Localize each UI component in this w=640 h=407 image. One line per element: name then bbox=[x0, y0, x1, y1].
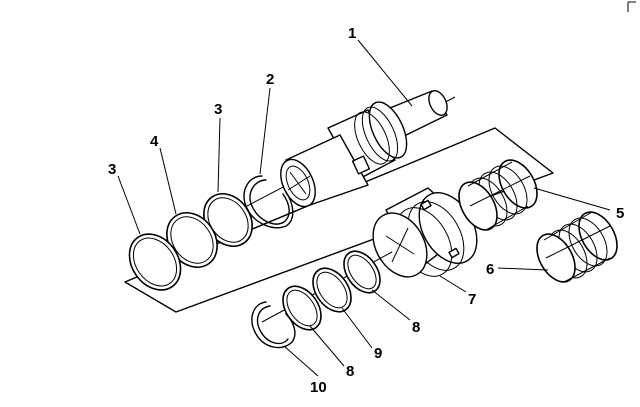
callout-8-upper: 8 bbox=[412, 319, 420, 336]
callout-5: 5 bbox=[616, 205, 624, 222]
callout-8-lower: 8 bbox=[346, 363, 354, 380]
callout-labels: 1 2 3 4 3 5 6 7 8 9 8 10 bbox=[108, 25, 624, 396]
callout-2: 2 bbox=[266, 71, 274, 88]
spring-cage-6 bbox=[536, 211, 618, 283]
callout-10: 10 bbox=[310, 379, 327, 396]
callout-3-lower: 3 bbox=[108, 161, 116, 178]
callout-6: 6 bbox=[486, 261, 494, 278]
callout-3-upper: 3 bbox=[214, 101, 222, 118]
ring-9 bbox=[312, 267, 352, 313]
assembly-outline bbox=[124, 127, 554, 313]
ring-3-lower bbox=[128, 233, 182, 291]
snap-ring-2 bbox=[243, 175, 294, 229]
ring-8-upper bbox=[343, 250, 381, 294]
leader-lines bbox=[117, 39, 611, 377]
snap-ring-10 bbox=[251, 301, 296, 349]
tool-holder-part bbox=[280, 90, 448, 208]
callout-4: 4 bbox=[150, 133, 159, 150]
corner-mark bbox=[627, 1, 636, 12]
spring-cage-5 bbox=[458, 159, 538, 231]
callout-7: 7 bbox=[468, 291, 476, 308]
callout-9: 9 bbox=[374, 345, 382, 362]
collar-nut-7 bbox=[372, 187, 478, 278]
callout-1: 1 bbox=[348, 25, 356, 42]
